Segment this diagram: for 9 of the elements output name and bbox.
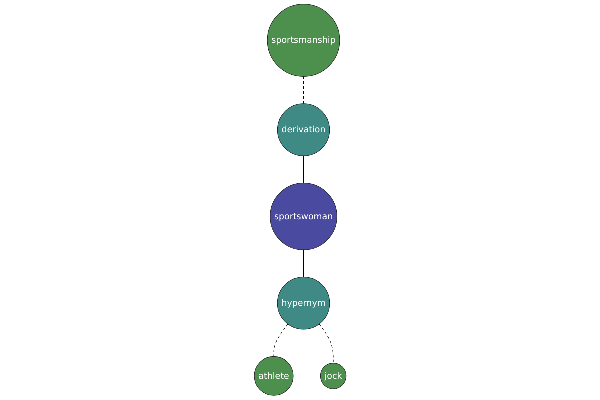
node-circle: jock [320, 363, 346, 390]
node-circle: derivation [276, 104, 330, 156]
node-circle: athlete [254, 356, 294, 396]
node-circle: sportswoman [270, 182, 337, 250]
connector [318, 324, 334, 364]
node-circle: sportsmanship [266, 4, 340, 77]
connector [303, 250, 304, 278]
node-circle: hypernym [276, 276, 330, 330]
connector [303, 156, 304, 184]
